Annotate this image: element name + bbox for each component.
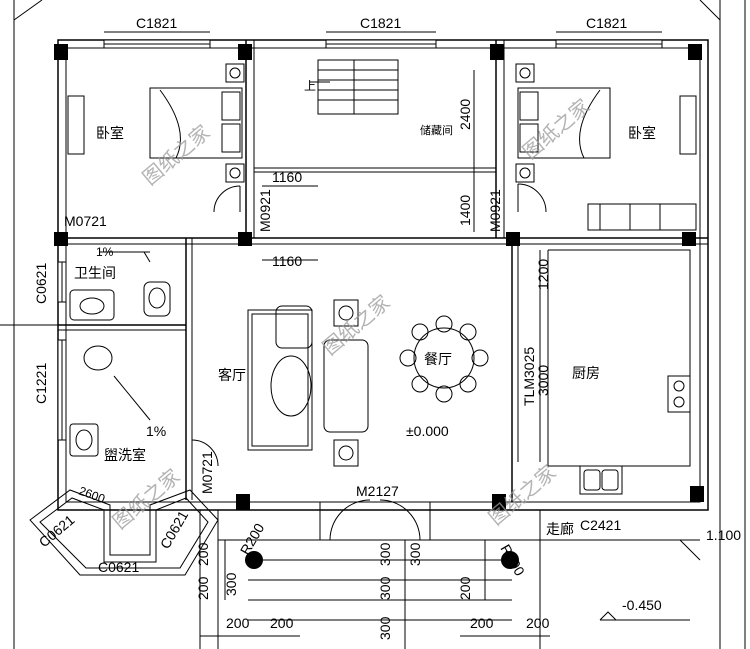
dim-3000: 3000 — [535, 365, 551, 396]
watermark-1: 图纸之家 — [138, 120, 215, 190]
window-label-wash: C1221 — [33, 363, 49, 404]
door-label-m0921-left: M0921 — [257, 189, 273, 232]
window-label-bath: C0621 — [33, 263, 49, 304]
dim-1160-b: 1160 — [272, 253, 302, 269]
room-kitchen: 厨房 — [572, 366, 600, 382]
door-label-main: M2127 — [356, 483, 399, 499]
door-label-m0721-side: M0721 — [199, 451, 215, 494]
stair-up-label: 上 — [304, 79, 316, 93]
slope-wash: 1% — [146, 423, 166, 439]
dim-1100: 1.100 — [706, 527, 741, 543]
door-label-tlm: TLM3025 — [521, 347, 537, 406]
dim-200-1: 200 — [226, 615, 250, 631]
dim-2400: 2400 — [457, 99, 473, 130]
room-living: 客厅 — [218, 367, 246, 384]
window-label-corridor: C2421 — [580, 517, 621, 533]
dim-200-7: 200 — [457, 576, 473, 600]
door-label-m0921-right: M0921 — [487, 189, 503, 232]
window-label-top-left: C1821 — [136, 15, 177, 31]
dim-1160-a: 1160 — [272, 169, 302, 185]
door-label-m0721-top: M0721 — [64, 213, 107, 229]
window-label-bay-right: C0621 — [157, 508, 192, 552]
level-outdoor: -0.450 — [622, 597, 662, 613]
dim-300-1: 300 — [377, 616, 393, 640]
window-label-top-mid: C1821 — [360, 15, 401, 31]
dim-200-5: 200 — [195, 576, 211, 600]
dim-300-3: 300 — [377, 542, 393, 566]
room-bathroom: 卫生间 — [74, 266, 116, 282]
room-washroom: 盥洗室 — [104, 447, 146, 464]
window-label-bay-left: C0621 — [36, 511, 78, 550]
dim-300-5: 300 — [223, 572, 239, 596]
window-label-top-right: C1821 — [586, 15, 627, 31]
room-corridor: 走廊 — [546, 521, 574, 538]
dim-200-4: 200 — [526, 615, 550, 631]
dim-200-2: 200 — [270, 615, 294, 631]
dim-r200-left: R200 — [237, 520, 268, 557]
dim-200-3: 200 — [470, 615, 494, 631]
room-bedroom-right: 卧室 — [628, 125, 656, 142]
room-storage: 储藏间 — [420, 123, 453, 137]
room-dining: 餐厅 — [424, 352, 452, 368]
level-floor: ±0.000 — [406, 423, 449, 439]
window-label-bay-mid: C0621 — [98, 559, 139, 575]
slope-bath: 1% — [96, 245, 114, 259]
dim-200-6: 200 — [195, 542, 211, 566]
room-bedroom-left: 卧室 — [96, 125, 124, 142]
dim-1200: 1200 — [535, 259, 551, 290]
dim-300-2: 300 — [377, 576, 393, 600]
dim-1400: 1400 — [457, 195, 473, 226]
dim-2600: 2600 — [77, 484, 107, 506]
watermark-2: 图纸之家 — [518, 94, 595, 164]
dim-300-4: 300 — [407, 542, 423, 566]
